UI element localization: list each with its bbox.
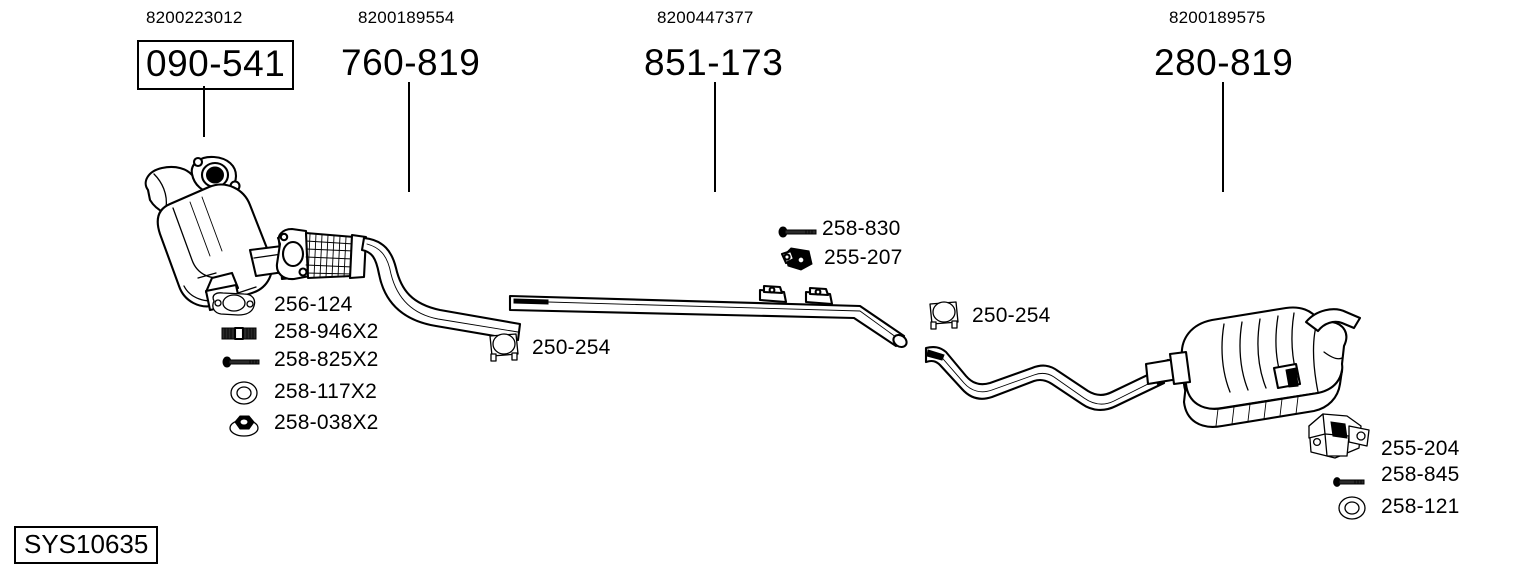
fitting-label: 258-038X2 <box>274 411 379 434</box>
flange-nut-icon <box>228 412 260 438</box>
part-ref-1[interactable]: 090-541 <box>137 40 295 90</box>
rubber-mount-icon <box>779 246 815 272</box>
washer-icon <box>1337 495 1367 521</box>
fitting-label: 258-117X2 <box>274 380 377 403</box>
fitting-label: 255-204 <box>1381 437 1460 460</box>
oem-code-1: 8200223012 <box>146 8 243 27</box>
fitting-label: 258-121 <box>1381 495 1460 518</box>
part-ref-2[interactable]: 760-819 <box>341 42 481 83</box>
fitting-label: 250-254 <box>532 336 611 359</box>
part-ref-3[interactable]: 851-173 <box>644 42 784 83</box>
fitting-label: 255-207 <box>824 246 903 269</box>
leader-line-4 <box>1222 82 1224 192</box>
bolt-icon <box>222 354 262 370</box>
fitting-label: 258-946X2 <box>274 320 379 343</box>
fitting-label: 250-254 <box>972 304 1051 327</box>
part-ref-4[interactable]: 280-819 <box>1154 42 1294 83</box>
fitting-label: 256-124 <box>274 293 353 316</box>
bolt-icon <box>778 225 818 239</box>
fitting-label: 258-845 <box>1381 463 1460 486</box>
oem-code-3: 8200447377 <box>657 8 754 27</box>
gasket-flange-icon <box>208 291 258 317</box>
leader-line-3 <box>714 82 716 192</box>
u-clamp-icon <box>924 298 964 332</box>
front-pipe-drawing[interactable] <box>272 227 532 348</box>
fitting-label: 258-830 <box>822 217 901 240</box>
system-id-box[interactable]: SYS10635 <box>14 526 159 564</box>
oem-code-2: 8200189554 <box>358 8 455 27</box>
washer-icon <box>229 380 259 406</box>
centre-pipe-drawing[interactable] <box>508 284 928 349</box>
leader-line-2 <box>408 82 410 192</box>
oem-code-4: 8200189575 <box>1169 8 1266 27</box>
hanger-bracket-icon <box>1305 412 1377 464</box>
bolt-icon <box>1333 475 1365 489</box>
spring-sleeve-icon <box>220 323 260 343</box>
leader-line-1 <box>203 86 205 137</box>
u-clamp-icon <box>484 330 524 364</box>
fitting-label: 258-825X2 <box>274 348 379 371</box>
rear-silencer-drawing[interactable] <box>1144 292 1386 432</box>
